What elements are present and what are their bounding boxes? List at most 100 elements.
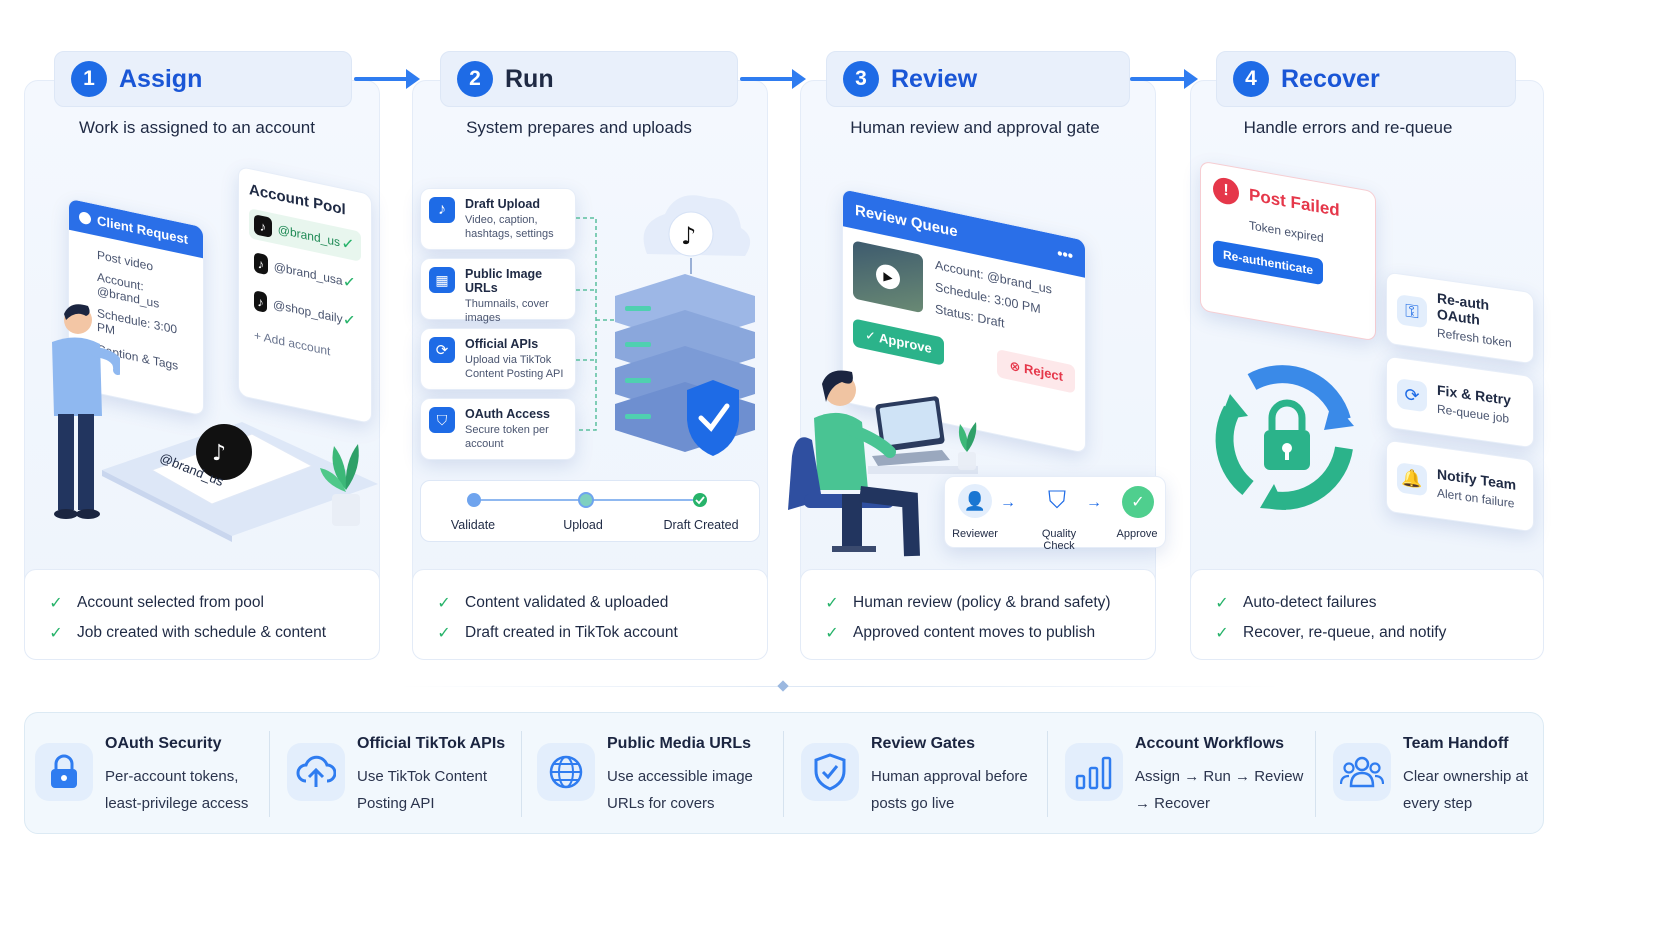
run-connectors xyxy=(576,217,616,431)
play-icon[interactable]: ▶ xyxy=(876,262,900,292)
feature-divider xyxy=(521,731,522,817)
stage-review-header: 3 Review xyxy=(826,51,1130,107)
check-icon: ✓ xyxy=(342,310,356,331)
stage-recover-header: 4 Recover xyxy=(1216,51,1516,107)
run-item-oauth-access: ⛉ OAuth Access Secure token per account xyxy=(420,398,576,460)
flow-arrow-small: → xyxy=(1000,494,1016,511)
stage-run-header: 2 Run xyxy=(440,51,738,107)
reject-button[interactable]: ⊗ Reject xyxy=(997,349,1075,394)
reviewer-illustration xyxy=(788,370,978,557)
image-grid-icon: ▦ xyxy=(429,267,455,293)
recovery-cycle-illustration xyxy=(1215,365,1354,510)
refresh-icon: ⟳ xyxy=(429,337,455,363)
flow-label: Quality Check xyxy=(1041,528,1077,552)
check-icon: ✓ xyxy=(437,595,451,612)
flow-arrow xyxy=(354,69,420,89)
check-icon: ✓ xyxy=(825,595,839,612)
check-icon: ✓ xyxy=(1215,625,1229,642)
stage-title: Run xyxy=(505,64,554,93)
client-icon xyxy=(79,210,91,225)
re-authenticate-button[interactable]: Re-authenticate xyxy=(1213,239,1324,286)
pipeline-step: Validate xyxy=(450,518,496,532)
run-item-public-image-urls: ▦ Public Image URLs Thumnails, cover ima… xyxy=(420,258,576,324)
stage-assign-header: 1 Assign xyxy=(54,51,352,107)
check-icon: ✓ xyxy=(1215,595,1229,612)
video-thumbnail[interactable]: ▶ xyxy=(853,240,923,314)
approve-check-icon: ✓ xyxy=(1122,486,1154,518)
feature-official-tiktok-apis: Official TikTok APIs Use TikTok Content … xyxy=(287,713,507,835)
feature-review-gates: Review Gates Human approval before posts… xyxy=(801,713,1041,835)
alert-icon: ! xyxy=(1213,175,1239,207)
stage-assign-checks: ✓Account selected from pool ✓Job created… xyxy=(24,569,380,660)
feature-divider xyxy=(1047,731,1048,817)
check-icon: ✓ xyxy=(341,234,355,255)
stage-run-checks: ✓Content validated & uploaded ✓Draft cre… xyxy=(412,569,768,660)
check-item: ✓Job created with schedule & content xyxy=(47,618,357,648)
check-item: ✓Human review (policy & brand safety) xyxy=(823,588,1133,618)
lock-icon xyxy=(35,743,93,801)
check-icon: ✓ xyxy=(342,272,356,293)
globe-icon xyxy=(537,743,595,801)
cloud-upload-icon xyxy=(287,743,345,801)
check-icon: ✓ xyxy=(49,595,63,612)
reviewer-icon: 👤 xyxy=(958,484,992,518)
check-icon: ✓ xyxy=(49,625,63,642)
quality-check-icon: ⛉ xyxy=(1048,487,1066,514)
separator-dot xyxy=(777,680,789,692)
shield-icon: ⛉ xyxy=(429,407,455,433)
flow-label: Reviewer xyxy=(952,528,998,540)
close-icon: ⊗ xyxy=(1009,357,1021,375)
stage-title: Recover xyxy=(1281,64,1380,93)
person-illustration xyxy=(52,304,120,519)
check-item: ✓Account selected from pool xyxy=(47,588,357,618)
team-icon xyxy=(1333,743,1391,801)
plant-icon xyxy=(958,422,977,470)
stage-subtitle: Handle errors and re-queue xyxy=(1243,118,1453,137)
phone-platform: ♪ xyxy=(102,422,378,542)
svg-text:♪: ♪ xyxy=(212,441,226,466)
feature-bar: OAuth Security Per-account tokens, least… xyxy=(24,712,1544,834)
check-icon: ✓ xyxy=(437,625,451,642)
account-pool-card: Account Pool ♪ @brand_us ✓ ♪ @brand_usa … xyxy=(238,165,372,425)
flow-label: Approve xyxy=(1116,528,1158,540)
bell-icon: 🔔 xyxy=(1397,462,1427,497)
plant-icon xyxy=(320,444,360,526)
stage-recover-checks: ✓Auto-detect failures ✓Recover, re-queue… xyxy=(1190,569,1544,660)
check-icon: ✓ xyxy=(825,625,839,642)
stage-title: Review xyxy=(891,64,978,93)
run-item-draft-upload: ♪ Draft Upload Video, caption, hashtags,… xyxy=(420,188,576,250)
feature-divider xyxy=(1315,731,1316,817)
pipeline-track xyxy=(467,492,707,508)
feature-divider xyxy=(269,731,270,817)
more-icon[interactable]: ••• xyxy=(1057,244,1073,266)
stage-title: Assign xyxy=(119,64,203,93)
tiktok-icon: ♪ xyxy=(254,252,268,276)
pipeline-card xyxy=(420,480,760,542)
flow-arrow xyxy=(1130,69,1198,89)
check-item: ✓Auto-detect failures xyxy=(1213,588,1521,618)
stage-review-checks: ✓Human review (policy & brand safety) ✓A… xyxy=(800,569,1156,660)
feature-account-workflows: Account Workflows Assign → Run → Review … xyxy=(1065,713,1305,835)
tiktok-icon: ♪ xyxy=(254,290,268,313)
pipeline-step: Upload xyxy=(563,518,603,532)
flow-arrow-small: → xyxy=(1086,494,1102,511)
stage-subtitle: System prepares and uploads xyxy=(466,118,692,137)
pipeline-step: Draft Created xyxy=(663,518,739,532)
run-item-official-apis: ⟳ Official APIs Upload via TikTok Conten… xyxy=(420,328,576,390)
alert-title: Post Failed xyxy=(1249,185,1340,221)
feature-team-handoff: Team Handoff Clear ownership at every st… xyxy=(1333,713,1533,835)
feature-oauth-security: OAuth Security Per-account tokens, least… xyxy=(35,713,265,835)
shield-check-icon xyxy=(801,743,859,801)
feature-divider xyxy=(783,731,784,817)
check-item: ✓Recover, re-queue, and notify xyxy=(1213,618,1521,648)
stage-subtitle: Human review and approval gate xyxy=(850,118,1100,137)
bar-chart-icon xyxy=(1065,743,1123,801)
step-number: 2 xyxy=(457,61,493,97)
separator-line xyxy=(400,686,1280,687)
step-number: 3 xyxy=(843,61,879,97)
stage-subtitle: Work is assigned to an account xyxy=(79,118,315,137)
step-number: 4 xyxy=(1233,61,1269,97)
tiktok-icon: ♪ xyxy=(254,214,272,238)
tiktok-icon: ♪ xyxy=(429,197,455,223)
post-failed-card: ! Post Failed Token expired Re-authentic… xyxy=(1200,160,1376,342)
